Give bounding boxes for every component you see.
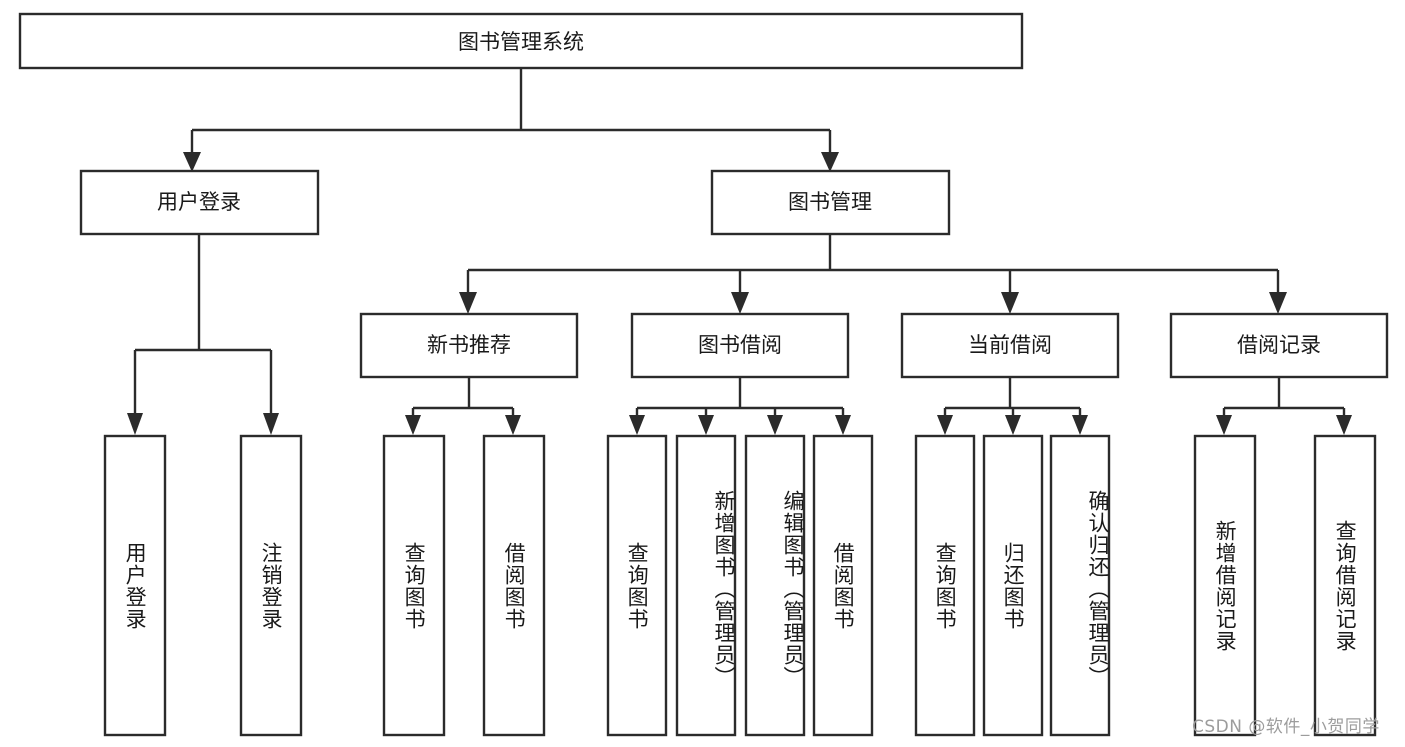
node-new-book-rec[interactable]: 新书推荐 [359,312,579,379]
node-borrow-record-box[interactable] [1169,312,1389,379]
node-borrow-record[interactable]: 借阅记录 [1169,312,1389,379]
arrow-to-new-book-rec [459,292,477,314]
node-book-manage[interactable]: 图书管理 [710,169,951,236]
node-current-borrow[interactable]: 当前借阅 [900,312,1120,379]
leaf-box-cur-query[interactable] [914,434,976,737]
arrow-leaf-borrow-edit [767,415,783,435]
arrow-leaf-borrow-add [698,415,714,435]
leaf-box-user-login[interactable] [103,434,167,737]
arrow-leaf-borrow-borrow [835,415,851,435]
node-root-box[interactable] [18,12,1024,70]
arrow-to-current-borrow [1001,292,1019,314]
arrow-to-borrow-record [1269,292,1287,314]
leaf-box-logout[interactable] [239,434,303,737]
leaf-box-rec-query[interactable] [382,434,446,737]
node-new-book-rec-label: 新书推荐 [427,333,511,357]
node-book-borrow-box[interactable] [630,312,850,379]
leaf-box-borrow-query[interactable] [606,434,668,737]
leaf-box-borrow-add[interactable] [675,434,737,737]
leaf-box-rec-borrow[interactable] [482,434,546,737]
arrow-to-book-manage [821,152,839,172]
csdn-watermark: CSDN @软件_小贺同学 [1192,717,1380,737]
arrow-leaf-rec-add [1216,415,1232,435]
leaf-box-rec-query2[interactable] [1313,434,1377,737]
arrow-leaf-cur-confirm [1072,415,1088,435]
node-book-manage-box[interactable] [710,169,951,236]
node-root[interactable]: 图书管理系统 [18,12,1024,70]
node-book-manage-label: 图书管理 [788,190,872,214]
node-book-borrow-label: 图书借阅 [698,333,782,357]
leaf-box-borrow-edit[interactable] [744,434,806,737]
arrow-leaf-rec-query [405,415,421,435]
arrow-leaf-logout [263,413,279,435]
arrow-to-book-borrow [731,292,749,314]
arrow-leaf-rec-query2 [1336,415,1352,435]
arrow-leaf-cur-return [1005,415,1021,435]
node-user-login[interactable]: 用户登录 [79,169,320,236]
arrow-leaf-rec-borrow [505,415,521,435]
node-borrow-record-label: 借阅记录 [1237,333,1321,357]
node-current-borrow-label: 当前借阅 [968,333,1052,357]
node-root-label: 图书管理系统 [458,30,584,54]
node-new-book-rec-box[interactable] [359,312,579,379]
node-user-login-box[interactable] [79,169,320,236]
leaf-boxes-layer [103,434,1377,737]
arrow-leaf-borrow-query [629,415,645,435]
edges-layer [127,68,1352,435]
leaf-box-borrow-borrow[interactable] [812,434,874,737]
node-book-borrow[interactable]: 图书借阅 [630,312,850,379]
leaf-box-cur-confirm[interactable] [1049,434,1111,737]
arrow-to-user-login [183,152,201,172]
arrow-leaf-user-login [127,413,143,435]
node-current-borrow-box[interactable] [900,312,1120,379]
leaf-box-cur-return[interactable] [982,434,1044,737]
arrow-leaf-cur-query [937,415,953,435]
node-user-login-label: 用户登录 [157,190,241,214]
leaf-box-rec-add[interactable] [1193,434,1257,737]
